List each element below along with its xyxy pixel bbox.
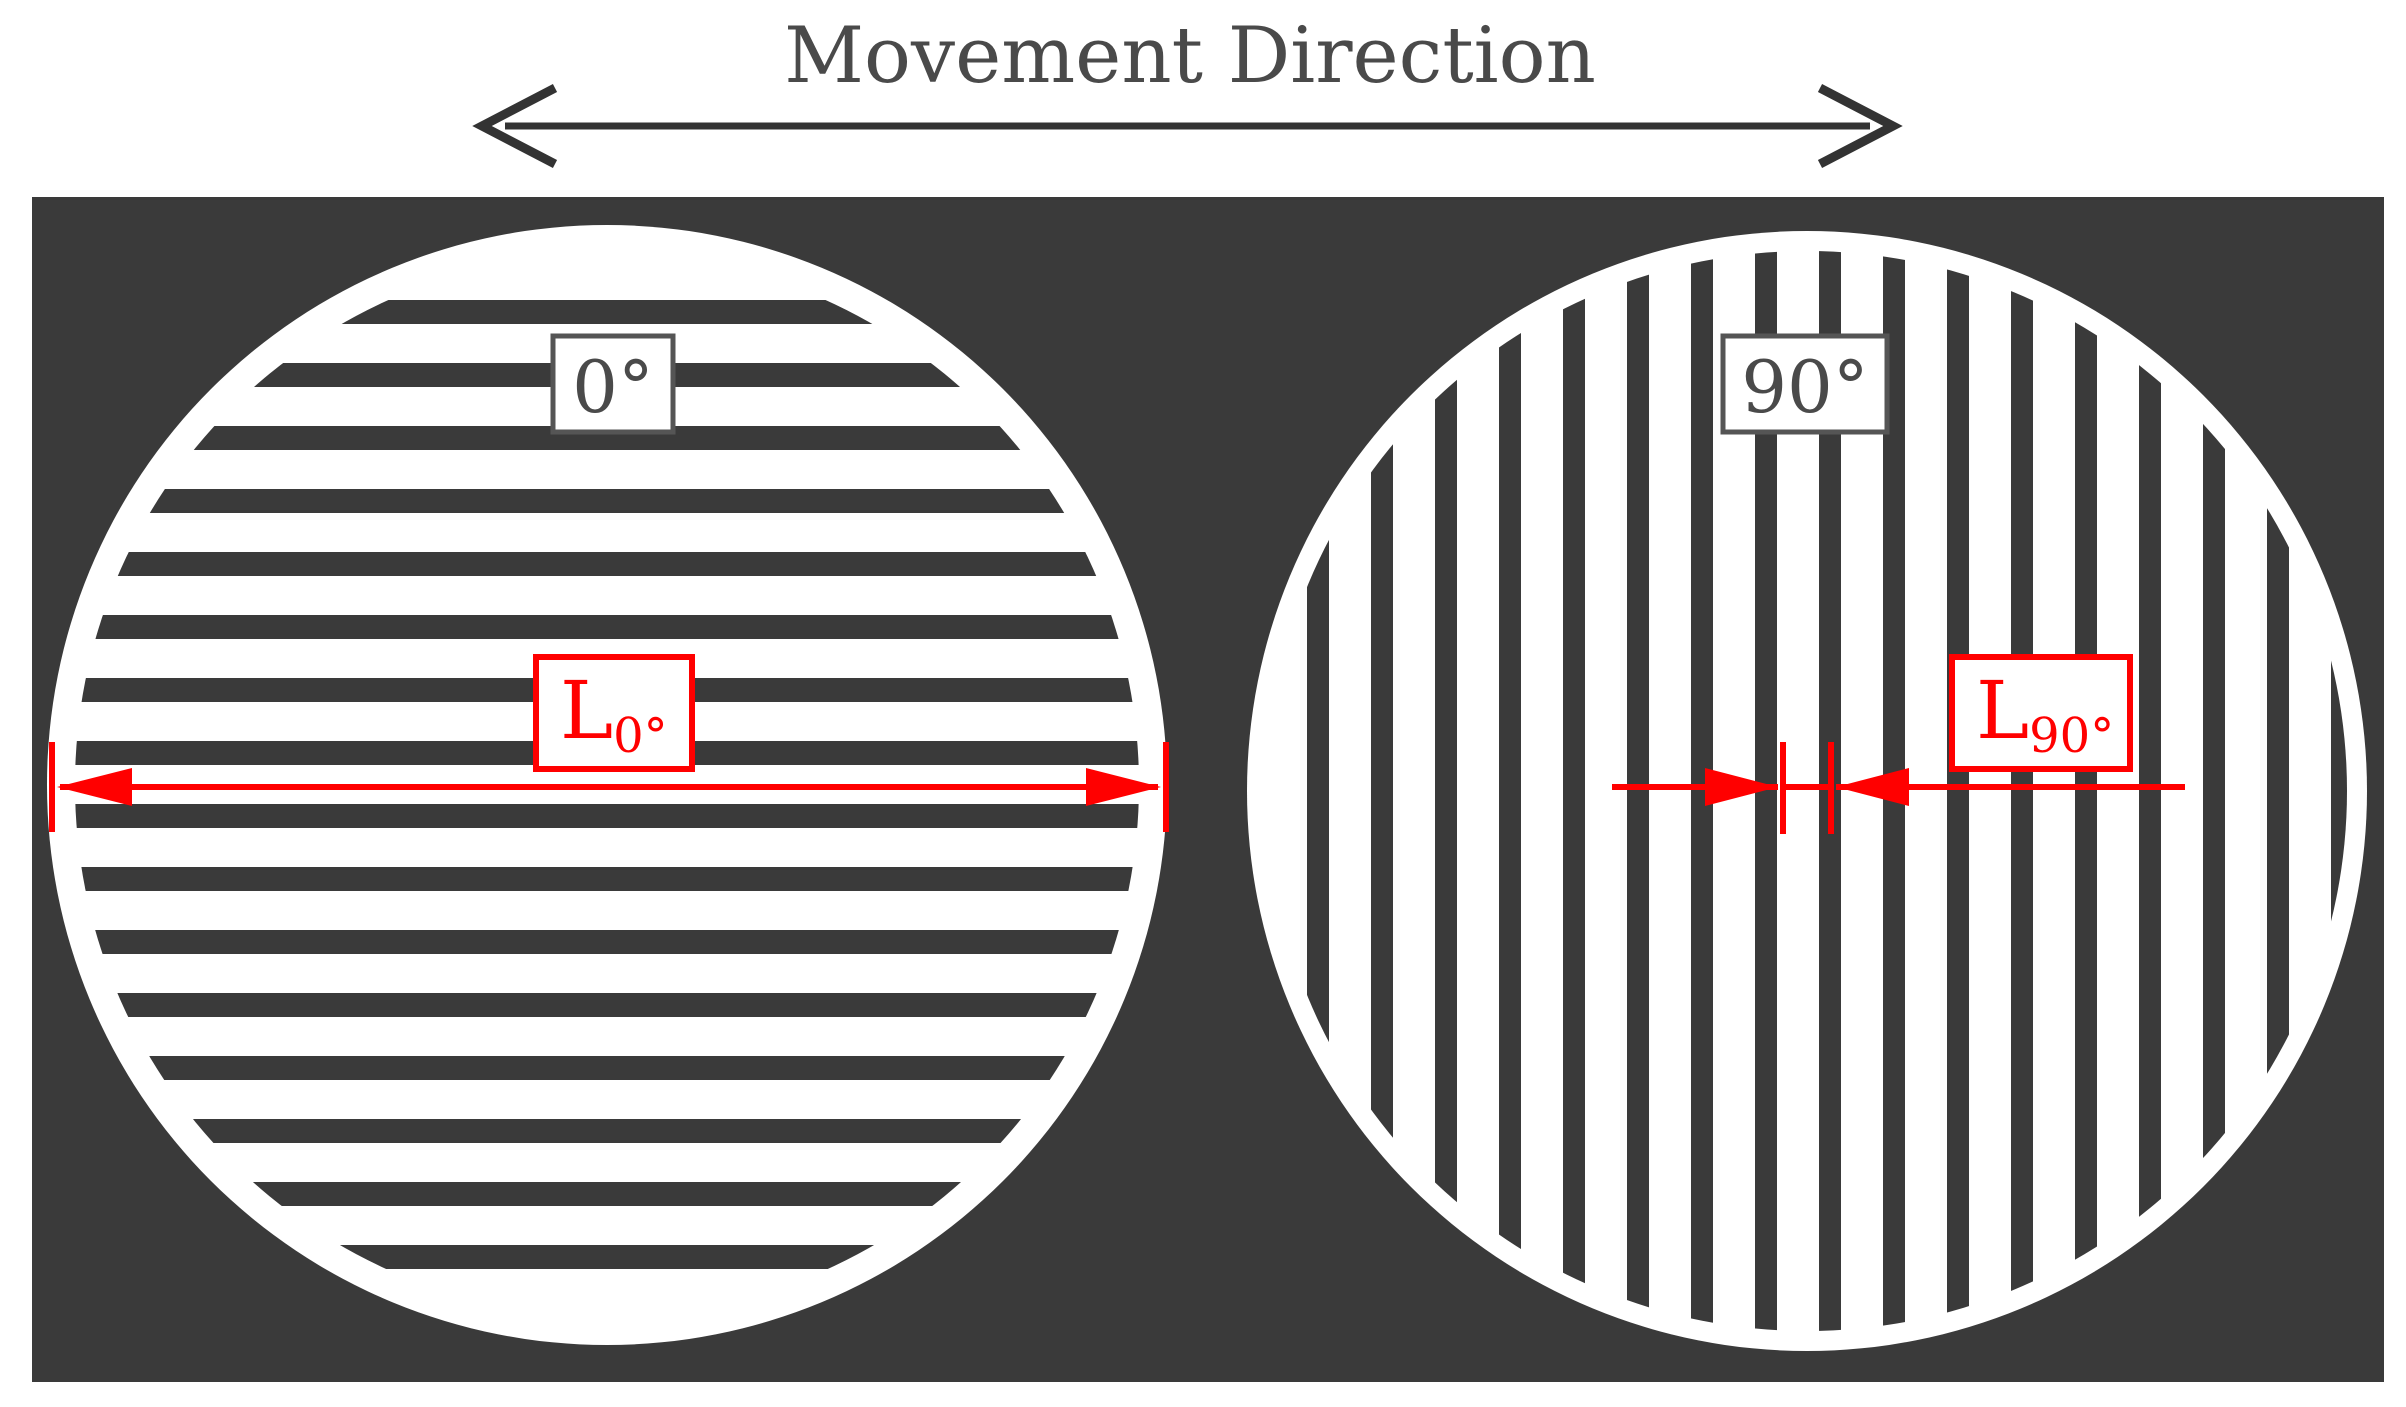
svg-text:L0°: L0° (560, 664, 668, 764)
movement-direction-title: Movement Direction (784, 11, 1596, 101)
vertical-track (2139, 251, 2161, 1331)
dimension-l0: L0° (49, 654, 1169, 832)
vertical-track (1435, 251, 1457, 1331)
vertical-track (1947, 251, 1969, 1331)
angle-label-90deg-text: 90° (1741, 345, 1869, 429)
horizontal-track (75, 1056, 1139, 1080)
horizontal-track (75, 930, 1139, 954)
horizontal-track (75, 552, 1139, 576)
angle-label-0deg-text: 0° (572, 345, 654, 429)
vertical-track (1499, 251, 1521, 1331)
l0-arrowhead-left (57, 768, 132, 806)
vertical-track (1627, 251, 1649, 1331)
vertical-track (1371, 251, 1393, 1331)
l90-arrowhead-left (1705, 768, 1778, 806)
horizontal-track (75, 804, 1139, 828)
l90-arrowhead-right (1836, 768, 1909, 806)
angle-label-90deg: 90° (1720, 333, 1890, 435)
vertical-track (1563, 251, 1585, 1331)
vertical-track (2011, 251, 2033, 1331)
vertical-track (2075, 251, 2097, 1331)
l90-label-main: L (1976, 664, 2029, 757)
movement-direction-arrow (472, 84, 1903, 168)
svg-text:L90°: L90° (1976, 664, 2114, 764)
horizontal-track (75, 867, 1139, 891)
l90-label-sub: 90° (2029, 708, 2114, 764)
vertical-track (2203, 251, 2225, 1331)
horizontal-track (75, 1119, 1139, 1143)
horizontal-track (75, 615, 1139, 639)
horizontal-track (75, 489, 1139, 513)
l0-arrowhead-right (1086, 768, 1161, 806)
specimen-90deg (1247, 231, 2367, 1351)
dimension-l90: L90° (1612, 654, 2185, 834)
vertical-track (1691, 251, 1713, 1331)
vertical-track (1755, 251, 1777, 1331)
horizontal-track (75, 993, 1139, 1017)
l0-label-main: L (560, 664, 613, 757)
angle-label-0deg: 0° (550, 333, 676, 435)
l0-label-sub: 0° (613, 708, 668, 764)
